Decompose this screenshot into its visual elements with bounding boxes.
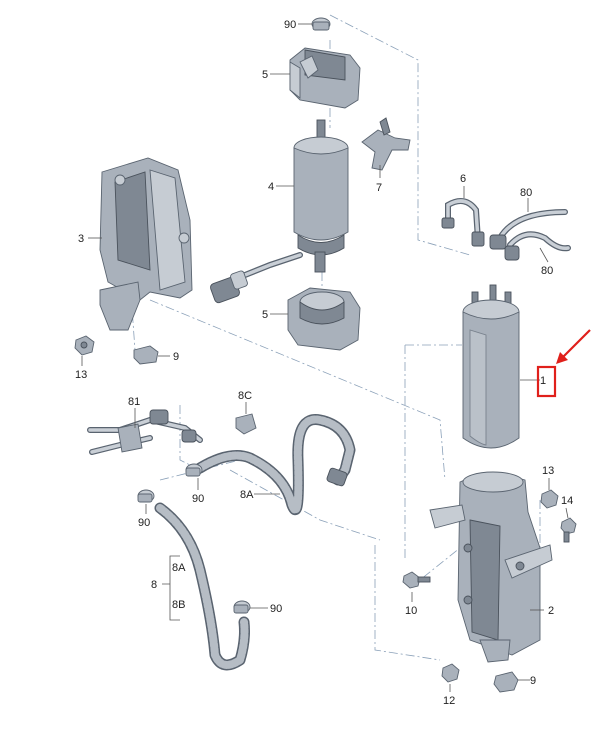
label-14: 14 <box>561 495 573 507</box>
clip-9-left <box>133 345 159 365</box>
hose-8A <box>194 414 356 516</box>
label-8C: 8C <box>238 390 252 402</box>
label-1: 1 <box>540 375 546 387</box>
label-5-bottom: 5 <box>262 309 268 321</box>
label-81: 81 <box>128 396 140 408</box>
label-90-left: 90 <box>138 517 150 529</box>
clamp-90-top <box>311 17 331 31</box>
label-90-top: 90 <box>284 19 296 31</box>
label-80-a: 80 <box>520 187 532 199</box>
label-5-top: 5 <box>262 69 268 81</box>
label-8: 8 <box>151 579 157 591</box>
bolt-10 <box>402 571 431 589</box>
highlight-annotation <box>536 329 591 398</box>
label-2: 2 <box>548 605 554 617</box>
bracket-2 <box>429 471 553 663</box>
label-7: 7 <box>376 182 382 194</box>
bracket-5-top <box>289 47 361 109</box>
label-12: 12 <box>443 695 455 707</box>
clip-9-bottom <box>493 671 519 693</box>
label-4: 4 <box>268 181 274 193</box>
label-13-left: 13 <box>75 369 87 381</box>
label-6: 6 <box>460 173 466 185</box>
nut-13-left <box>74 335 95 356</box>
pipe-assembly-81 <box>87 409 203 455</box>
bracket-3 <box>99 157 193 331</box>
nut-12 <box>441 663 460 683</box>
label-3: 3 <box>78 233 84 245</box>
clamp-90-left <box>137 489 155 503</box>
bracket-5-bottom <box>287 287 361 351</box>
label-90-mid: 90 <box>192 493 204 505</box>
label-8A-group: 8A <box>172 562 186 574</box>
pipes-80 <box>489 209 571 261</box>
red-arrow-icon <box>556 329 591 364</box>
label-13-right: 13 <box>542 465 554 477</box>
label-8A-hose: 8A <box>240 489 254 501</box>
clip-7 <box>361 117 411 171</box>
clamp-90-bottom <box>233 600 251 614</box>
fuel-pump-4 <box>210 119 349 304</box>
nut-13-right <box>540 489 559 509</box>
clamp-90-mid <box>185 463 203 477</box>
label-10: 10 <box>405 605 417 617</box>
label-80-b: 80 <box>541 265 553 277</box>
clip-8C <box>235 413 257 435</box>
part-number-labels: 90 5 7 4 3 6 80 80 5 13 9 1 81 8C 8A 90 … <box>75 19 573 707</box>
fuel-filter-1 <box>462 284 520 449</box>
label-9-left: 9 <box>173 351 179 363</box>
label-9-bottom: 9 <box>530 675 536 687</box>
label-90-bottom: 90 <box>270 603 282 615</box>
pipe-6 <box>441 198 485 247</box>
hose-8B <box>154 502 250 671</box>
bolt-14 <box>560 517 577 543</box>
leader-lines <box>81 23 569 692</box>
highlight-box <box>536 365 557 398</box>
label-8B: 8B <box>172 599 185 611</box>
